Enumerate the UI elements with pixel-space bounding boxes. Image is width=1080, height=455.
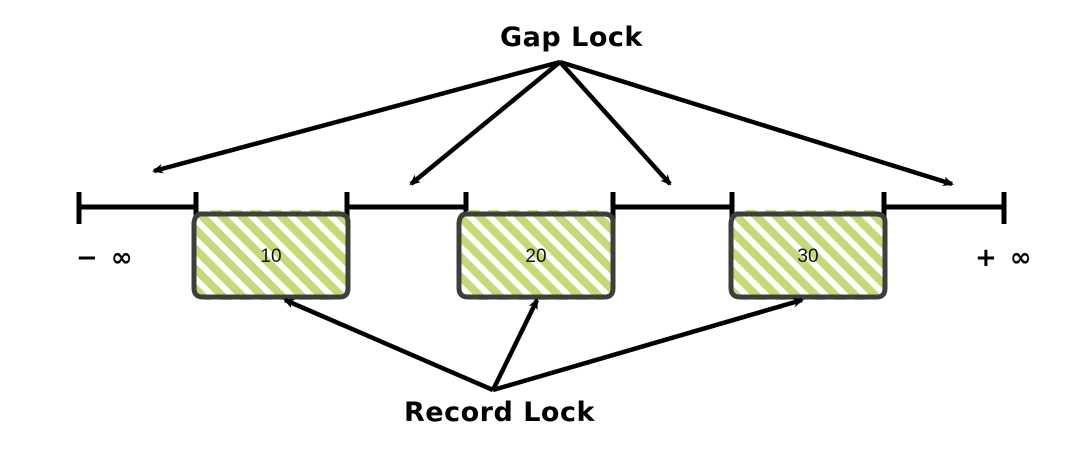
record-box-10-border: [191, 211, 351, 300]
record-box-30-fill: [730, 210, 887, 300]
negative-infinity-label: − ∞: [76, 243, 135, 273]
record-value-20: 20: [525, 246, 547, 267]
record-value-30: 30: [797, 246, 819, 267]
record-lock-title: Record Lock: [404, 397, 595, 428]
record-box-20-border: [456, 211, 616, 300]
gap-lock-arrows: [152, 59, 954, 187]
record-lock-arrow-3: [492, 297, 804, 393]
record-box-30: [728, 210, 888, 300]
record-box-10-fill: [193, 210, 350, 300]
record-value-10: 10: [260, 246, 282, 267]
record-lock-arrow-1: [283, 297, 494, 393]
record-box-20-fill: [458, 210, 615, 300]
positive-infinity-label: + ∞: [975, 243, 1034, 273]
record-box-30-border: [728, 211, 888, 300]
record-lock-arrows: [283, 297, 804, 393]
record-boxes: [191, 210, 888, 300]
record-lock-arrow-2: [490, 298, 540, 391]
gap-lock-arrow-4: [559, 59, 954, 187]
record-box-20: [456, 210, 616, 300]
gap-lock-title: Gap Lock: [500, 22, 643, 53]
gap-lock-arrow-2: [409, 60, 562, 186]
gap-lock-arrow-1: [152, 59, 561, 174]
gap-lock-arrow-3: [558, 60, 672, 186]
record-box-10: [191, 210, 351, 300]
